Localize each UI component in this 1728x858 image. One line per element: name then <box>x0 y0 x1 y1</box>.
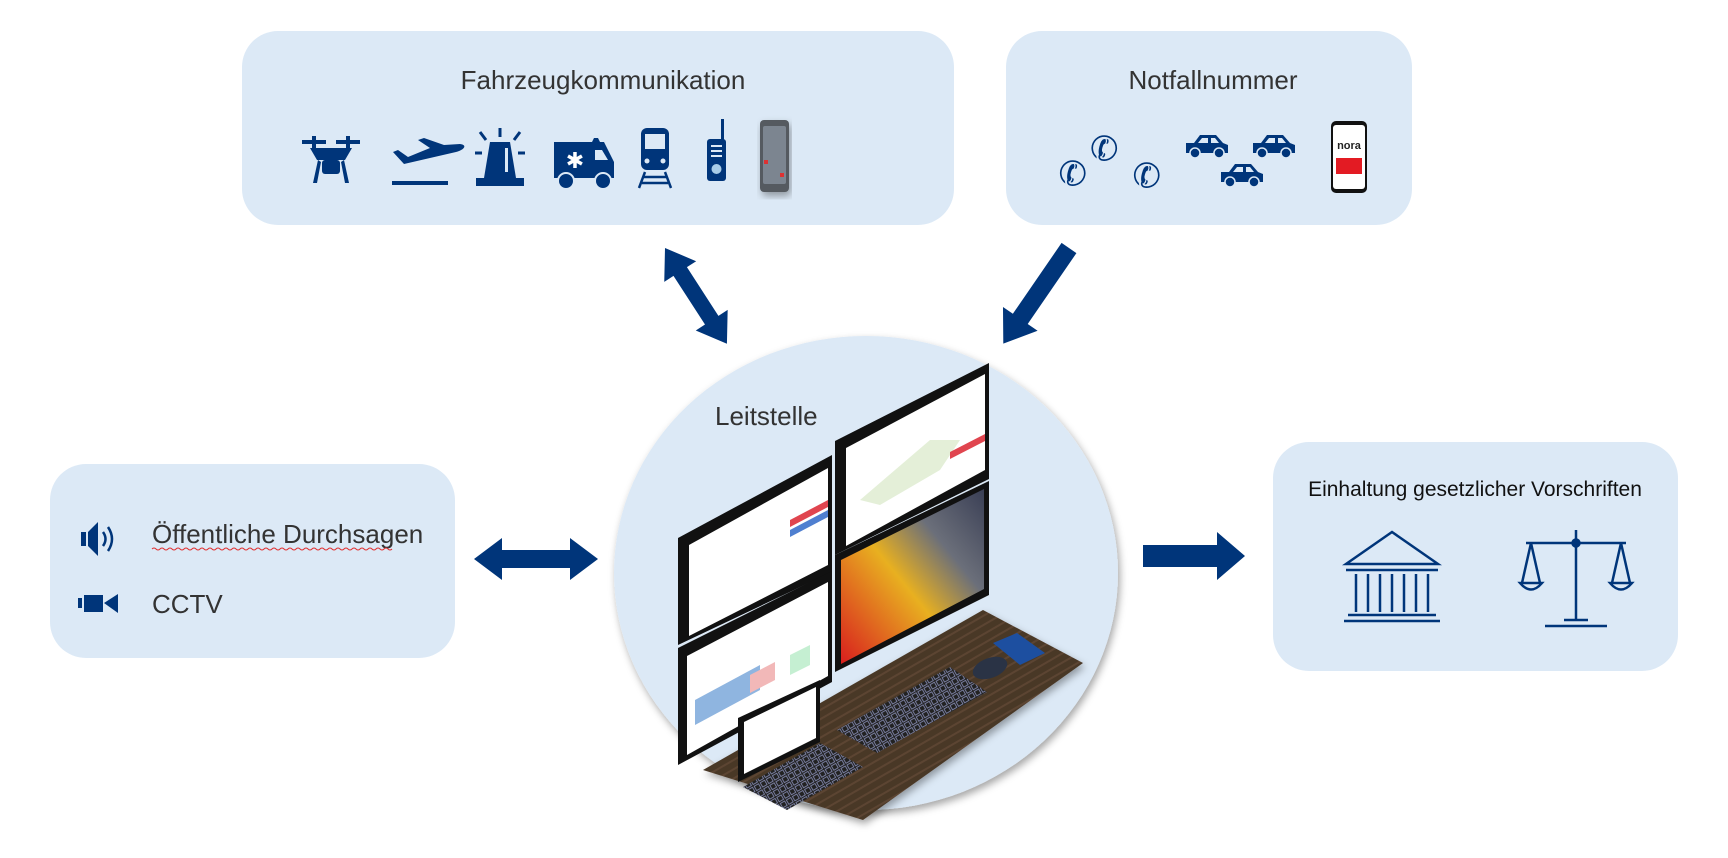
emergency-number-title: Notfallnummer <box>1128 65 1297 95</box>
train-icon <box>637 128 673 189</box>
keyboard <box>837 667 987 753</box>
arrow-center-to-compliance <box>1143 532 1245 580</box>
drone-icon <box>302 136 360 183</box>
courthouse-icon <box>1342 530 1442 623</box>
compliance-title: Einhaltung gesetzlicher Vorschriften <box>1308 478 1642 501</box>
cctv-label: CCTV <box>152 589 223 619</box>
panel-background <box>50 464 455 658</box>
video-camera-icon <box>78 594 118 613</box>
laptop <box>738 680 863 810</box>
emergency-number-panel: Notfallnummer ✆ ✆ ✆ nora <box>1006 31 1412 225</box>
walkie-talkie-icon <box>707 119 726 181</box>
panel-background <box>242 31 954 225</box>
scales-icon <box>1517 530 1635 628</box>
compliance-panel: Einhaltung gesetzlicher Vorschriften <box>1273 442 1678 671</box>
svg-text:✱: ✱ <box>566 149 584 174</box>
rugged-smartphone-icon <box>760 120 789 192</box>
svg-text:✆: ✆ <box>1129 154 1164 198</box>
monitor-fire-video <box>835 481 989 672</box>
mouse <box>972 656 1008 680</box>
monitor-map <box>835 363 989 555</box>
nora-logo: nora <box>1337 140 1362 152</box>
phone-handset-icon: ✆ ✆ ✆ <box>1055 127 1164 198</box>
workstation-illustration <box>678 363 1083 820</box>
vehicle-communication-title: Fahrzeugkommunikation <box>461 65 746 95</box>
monitor-dispatch <box>678 455 832 645</box>
vehicle-communication-panel: Fahrzeugkommunikation ✱ <box>242 31 954 225</box>
siren-beacon-icon <box>475 128 525 186</box>
svg-text:✆: ✆ <box>1055 152 1090 196</box>
arrow-emergency-to-center <box>1002 242 1077 344</box>
bidirectional-arrow-vehicle <box>664 248 728 344</box>
bidirectional-arrow-public <box>474 538 598 580</box>
control-center-title: Leitstelle <box>715 401 818 431</box>
public-announcement-panel: Öffentliche Durchsagen CCTV <box>50 464 455 658</box>
svg-text:✆: ✆ <box>1087 127 1122 171</box>
desk-phone <box>993 633 1045 665</box>
nora-app-phone-icon: nora <box>1331 121 1367 193</box>
arrows <box>474 242 1245 580</box>
ambulance-icon: ✱ <box>554 138 614 190</box>
airplane-takeoff-icon <box>392 138 465 185</box>
car-icon <box>1186 135 1295 188</box>
speaker-icon <box>81 522 114 556</box>
panel-background <box>1006 31 1412 225</box>
control-center: Leitstelle <box>614 336 1118 820</box>
monitor-audio <box>678 571 832 765</box>
spellcheck-underline <box>151 547 393 551</box>
public-announcements-label: Öffentliche Durchsagen <box>152 519 423 549</box>
